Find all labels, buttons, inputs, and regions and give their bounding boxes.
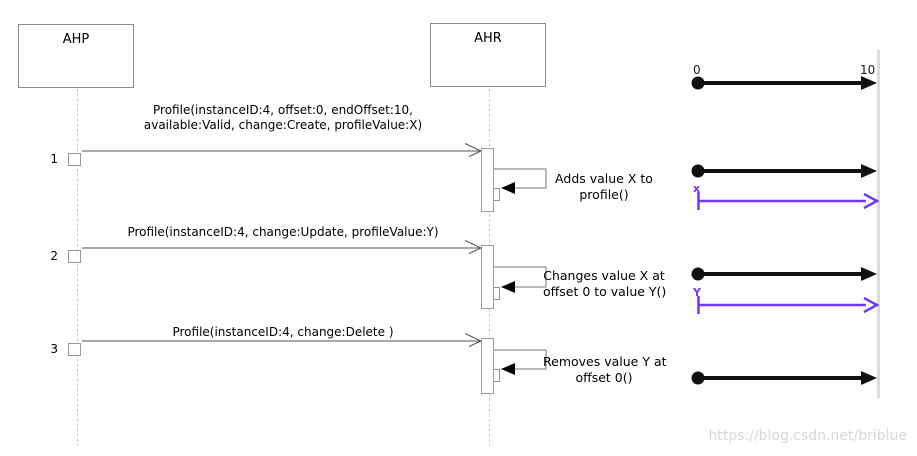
value-label-y: Y <box>693 286 701 299</box>
actor-label-ahr: AHR <box>474 31 502 46</box>
timeline-arrow-row2 <box>691 164 877 178</box>
sequence-number-1: 1 <box>50 152 58 166</box>
timeline-arrow-row4 <box>691 371 877 385</box>
self-message-2 <box>494 266 547 293</box>
self-message-1 <box>494 168 547 194</box>
self-note-1-line2: profile() <box>579 186 629 202</box>
timeline-start-label: 0 <box>693 63 701 77</box>
message-label-3: Profile(instanceID:4, change:Delete ) <box>83 325 483 340</box>
actor-box-ahp: AHP <box>18 24 134 88</box>
timeline-arrow-row1 <box>691 76 877 90</box>
actor-label-ahp: AHP <box>62 32 90 47</box>
sequence-number-2: 2 <box>50 249 58 263</box>
self-note-3: Removes value Y at offset 0() <box>543 354 667 385</box>
self-note-2-line2: offset 0 to value Y() <box>543 283 667 299</box>
activation-bar-1 <box>481 148 494 212</box>
activation-bar-3 <box>481 338 494 394</box>
message-1-line2: available:Valid, change:Create, profileV… <box>143 118 423 132</box>
activation-bar-2 <box>481 245 494 309</box>
self-note-2: Changes value X at offset 0 to value Y() <box>543 268 667 299</box>
message-3-line1: Profile(instanceID:4, change:Delete ) <box>172 325 394 339</box>
self-message-3 <box>494 349 547 375</box>
value-label-x: x <box>693 182 701 195</box>
message-label-1: Profile(instanceID:4, offset:0, endOffse… <box>83 103 483 133</box>
message-label-2: Profile(instanceID:4, change:Update, pro… <box>83 225 483 240</box>
self-note-3-line2: offset 0() <box>575 369 633 385</box>
self-note-1-line1: Adds value X to <box>555 171 653 186</box>
timeline-arrow-row3 <box>691 267 877 281</box>
self-note-1: Adds value X to profile() <box>548 171 660 202</box>
message-1-line1: Profile(instanceID:4, offset:0, endOffse… <box>153 103 413 117</box>
timeline-end-label: 10 <box>860 63 876 77</box>
message-arrow-2 <box>82 240 483 254</box>
value-arrow-y <box>697 296 880 314</box>
value-arrow-x <box>697 192 880 210</box>
message-2-line1: Profile(instanceID:4, change:Update, pro… <box>127 225 439 239</box>
self-note-2-line1: Changes value X at <box>543 268 665 283</box>
sequence-marker-1 <box>68 153 81 166</box>
sequence-marker-2 <box>68 250 81 263</box>
actor-box-ahr: AHR <box>430 23 546 87</box>
sequence-marker-3 <box>68 343 81 356</box>
self-note-3-line1: Removes value Y at <box>543 354 667 369</box>
watermark-url: https://blog.csdn.net/briblue <box>708 428 907 444</box>
sequence-number-3: 3 <box>50 342 58 356</box>
message-arrow-1 <box>82 143 483 157</box>
